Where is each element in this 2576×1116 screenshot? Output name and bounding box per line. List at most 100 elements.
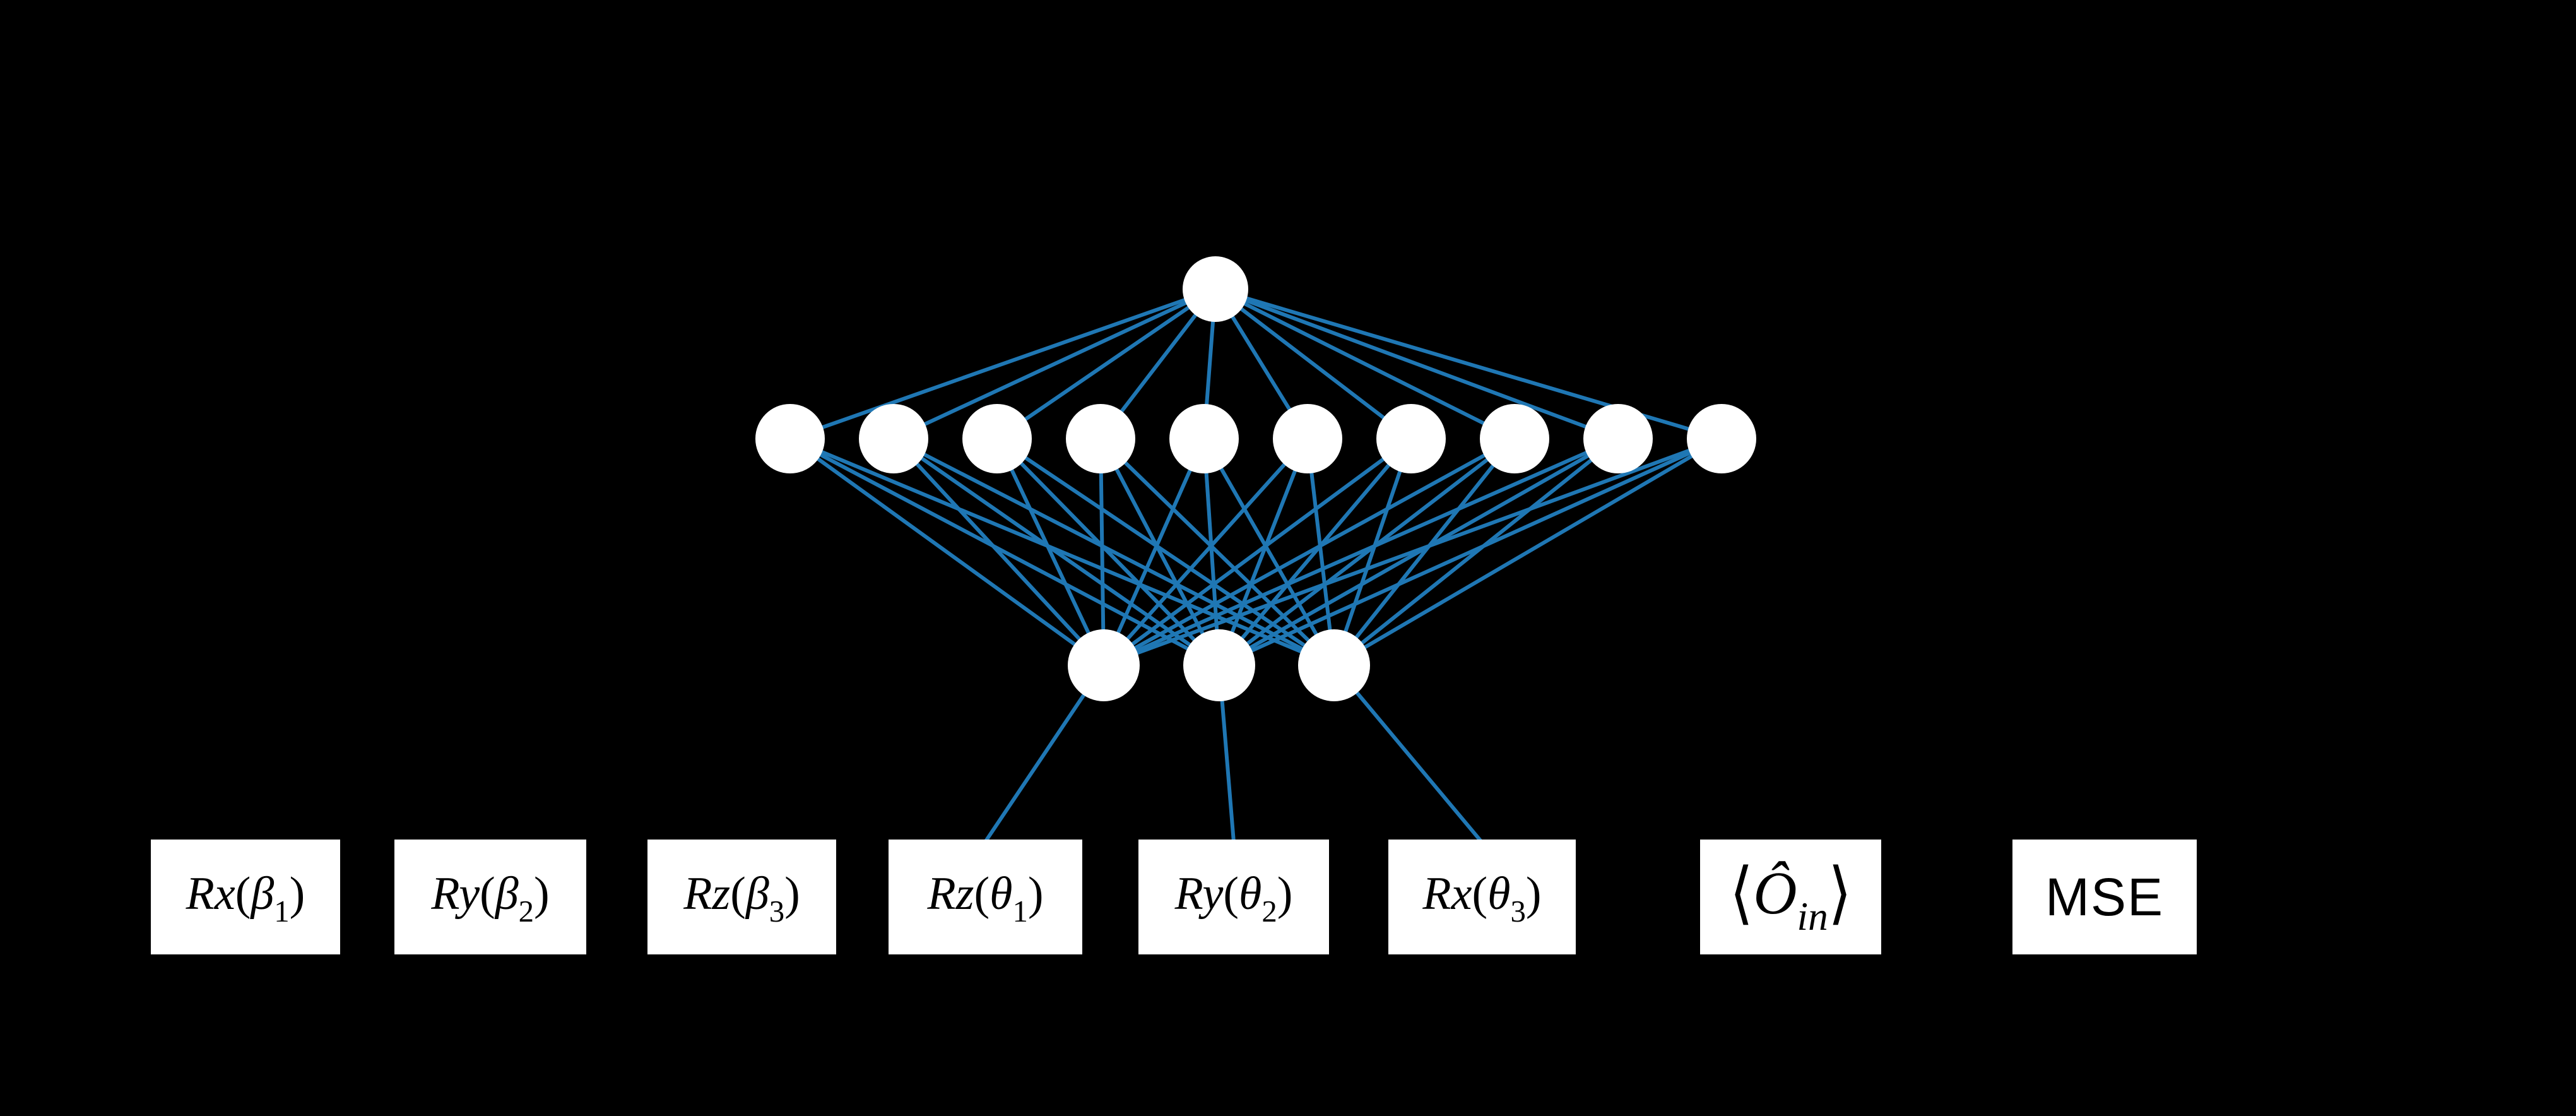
network-edge [892,287,1217,441]
network-edge [1217,437,1413,667]
network-edge [789,437,1335,667]
angle-bracket-left: ⟨ [1729,855,1754,931]
gate-subscript: 3 [1510,893,1526,929]
operator-symbol: Ô [1753,859,1797,927]
gate-arg: θ [990,868,1013,920]
network-edge [1102,437,1723,667]
paren-open: ( [235,868,251,920]
network-node [1183,256,1248,322]
network-node [1066,404,1135,473]
gate-label: Rz(θ1) [927,867,1044,929]
paren-open: ( [1223,868,1239,920]
paren-open: ( [974,868,990,920]
network-edge [996,437,1335,667]
network-edge [1102,437,1516,667]
network-edge [1333,437,1619,667]
network-edge [1102,437,1412,667]
network-node [1376,404,1446,473]
network-edge [789,437,1220,667]
paren-close: ) [784,868,800,920]
angle-bracket-right: ⟩ [1828,855,1852,931]
gate-op: Ry [1174,868,1224,920]
network-edge [1102,437,1309,667]
network-edge [1333,437,1723,667]
mse-box: MSE [2012,840,2197,954]
network-node [755,404,825,473]
network-edge [1214,287,1516,441]
gate-arg: θ [1487,868,1511,920]
gate-subscript: 2 [1261,893,1277,929]
network-edge [1218,437,1619,667]
network-edge [1332,438,1413,666]
network-node [1169,404,1239,473]
network-node [1183,629,1255,701]
gate-arg: β [495,868,519,920]
gate-box-rz-theta1: Rz(θ1) [889,840,1082,954]
network-edge [892,437,1220,667]
network-edge [1218,437,1516,667]
gate-op: Rz [683,868,731,920]
network-node [1687,404,1756,473]
paren-open: ( [730,868,746,920]
network-edge [995,437,1221,667]
gate-subscript: 2 [518,893,534,929]
gate-op: Rx [186,868,235,920]
gate-label: Ry(θ2) [1174,867,1293,929]
network-edge [892,437,1106,667]
gate-arg: β [251,868,275,920]
paren-open: ( [480,868,495,920]
network-edge [1217,437,1309,667]
network-edge [789,437,1105,667]
gate-subscript: 1 [274,893,290,929]
network-node [1480,404,1549,473]
network-edge [1214,287,1412,441]
gate-box-rx-beta1: Rx(β1) [151,840,340,954]
network-edge [995,437,1106,667]
paren-close: ) [534,868,550,920]
network-node [859,404,928,473]
gate-label: Rx(θ3) [1422,867,1542,929]
network-node [1068,629,1140,701]
network-node [962,404,1032,473]
mse-label: MSE [2045,867,2165,927]
network-edge [789,287,1216,441]
network-edge [1102,437,1619,667]
paren-close: ) [1277,868,1293,920]
network-node [1298,629,1370,701]
gate-arg: β [745,868,769,920]
network-node [1273,404,1342,473]
paren-close: ) [1525,868,1542,920]
network-edge [1202,437,1336,667]
gate-op: Rz [927,868,974,920]
network-node [1583,404,1653,473]
network-edge [1332,437,1516,667]
network-edge [1218,437,1723,667]
network-edge [1332,664,1484,843]
network-edge [892,437,1335,667]
network-edge [1214,287,1619,441]
gate-op: Ry [431,868,480,920]
gate-label: Rz(β3) [683,867,800,929]
gate-box-rx-theta3: Rx(θ3) [1388,840,1576,954]
network-edge [1306,438,1336,666]
gate-box-ry-theta2: Ry(θ2) [1138,840,1329,954]
paren-close: ) [1027,868,1044,920]
paren-open: ( [1472,868,1488,920]
network-edge [996,287,1217,441]
network-edge [1099,438,1106,666]
network-edge [1099,437,1336,667]
gate-label: Rx(β1) [186,867,305,929]
gate-subscript: 1 [1012,893,1028,929]
gate-box-rz-beta3: Rz(β3) [647,840,836,954]
expectation-box: ⟨Ôin⟩ [1700,840,1881,954]
network-edge [1102,437,1206,667]
network-edge [1202,438,1221,666]
gate-box-ry-beta2: Ry(β2) [394,840,586,954]
network-edge [1099,437,1221,667]
gate-label: Ry(β2) [431,867,550,929]
operator-subscript: in [1797,894,1828,939]
gate-subscript: 3 [769,893,785,929]
paren-close: ) [289,868,305,920]
expectation-label: ⟨Ôin⟩ [1730,855,1852,939]
